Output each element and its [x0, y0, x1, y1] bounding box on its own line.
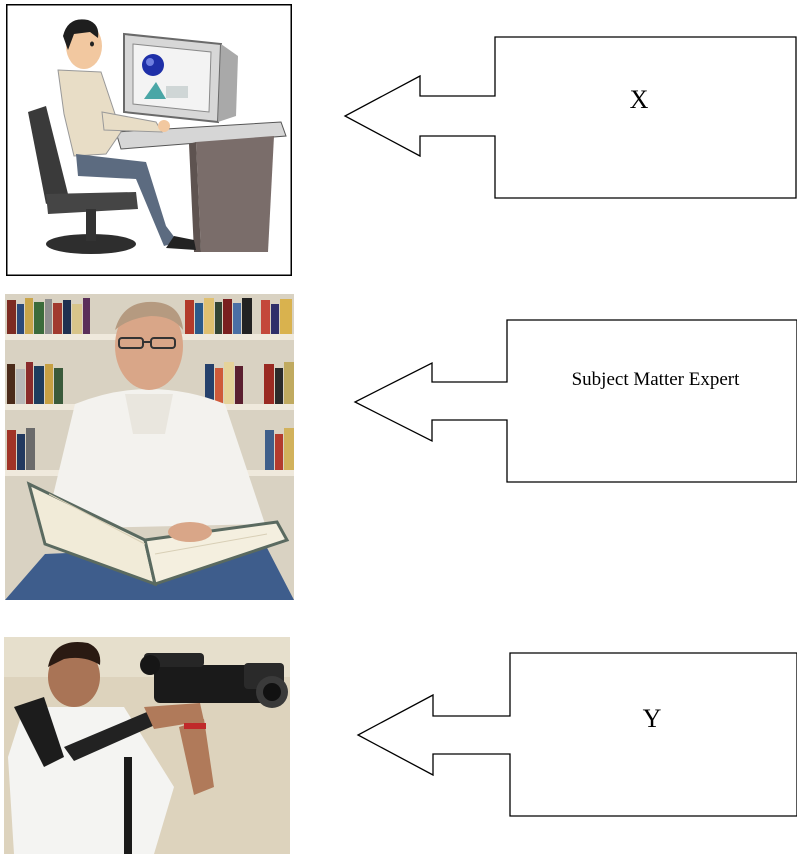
- designer-at-computer-image: [6, 4, 292, 276]
- callout-arrow-y: Y: [356, 652, 797, 817]
- cameraman-with-video-camera-icon: [4, 637, 290, 854]
- callout-label-subject-matter-expert: Subject Matter Expert: [571, 369, 740, 390]
- callout-label-x: X: [629, 85, 649, 114]
- callout-label-y: Y: [642, 704, 662, 733]
- left-arrow-callout-shape-icon: [343, 36, 797, 199]
- callout-arrow-x: X: [343, 36, 797, 199]
- man-reading-book-image: [5, 294, 294, 600]
- designer-clipart-icon: [6, 4, 292, 276]
- cameraman-image: [4, 637, 290, 854]
- man-reading-book-icon: [5, 294, 294, 600]
- left-arrow-callout-shape-icon: [356, 652, 797, 817]
- callout-arrow-subject-matter-expert: Subject Matter Expert: [353, 319, 797, 483]
- left-arrow-callout-shape-icon: [353, 319, 797, 483]
